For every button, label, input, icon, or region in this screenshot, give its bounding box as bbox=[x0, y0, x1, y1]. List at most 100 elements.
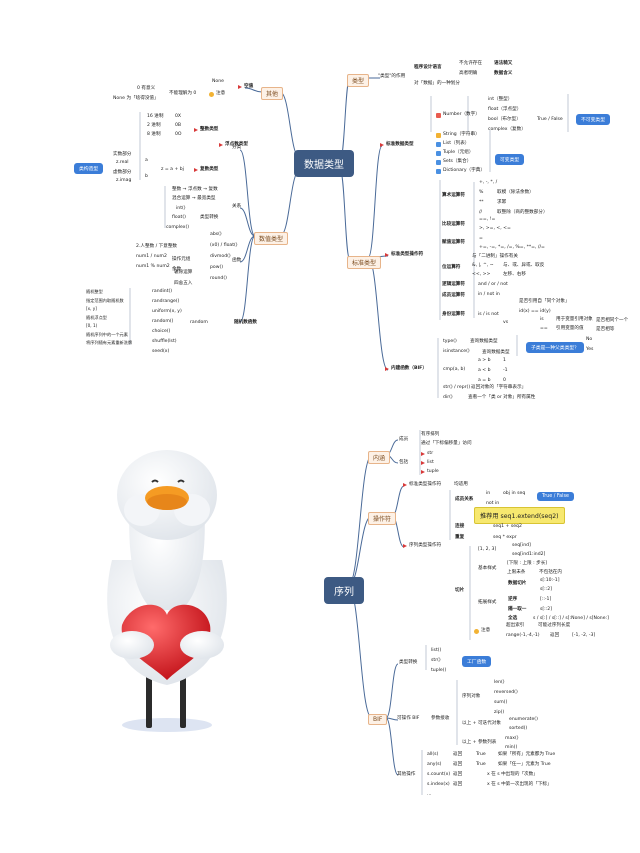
slice-note: s / s[:] / s[::] / s[:None] / s[None:] bbox=[533, 616, 609, 621]
class-pill[interactable]: 类构造型 bbox=[74, 163, 104, 174]
builtin-label: 内建函数（BIF） bbox=[391, 366, 427, 371]
other-op[interactable]: all(s) bbox=[427, 752, 439, 757]
bif-desc: 查询数据类型 bbox=[470, 339, 498, 344]
complex-b: z.real bbox=[116, 160, 129, 165]
none-label: None bbox=[212, 79, 224, 84]
random-desc: 随机序列中的一个元素 bbox=[86, 331, 128, 337]
bit-desc: 左移、右移 bbox=[503, 272, 526, 277]
mutable-pill[interactable]: 可变类型 bbox=[495, 154, 525, 165]
type-icon bbox=[436, 132, 441, 138]
random-fn: seed(x) bbox=[152, 349, 170, 354]
standard-type-item[interactable]: Number（数字） bbox=[443, 112, 480, 117]
other-op[interactable]: ... bbox=[427, 792, 432, 797]
bool-val: True / False bbox=[537, 117, 563, 122]
seq-ops: 序列类型操作符 bbox=[409, 543, 442, 548]
other-op[interactable]: s.count(x) bbox=[427, 772, 451, 777]
member-a: 有序排列 bbox=[421, 432, 440, 437]
issubclass-pill[interactable]: 子类是一种父类类型？ bbox=[526, 342, 584, 353]
slice-note: s[::2] bbox=[540, 607, 552, 612]
immutable-pill[interactable]: 不可变类型 bbox=[576, 114, 610, 125]
complex-c: 虚数部分 bbox=[113, 170, 132, 175]
caution: 注意 bbox=[481, 628, 491, 633]
standard-type-item[interactable]: Tuple（元组） bbox=[443, 150, 474, 155]
branch-operators[interactable]: 操作符 bbox=[368, 512, 397, 525]
standard-type-item[interactable]: Sets（集合） bbox=[443, 159, 472, 164]
branch-bif[interactable]: BIF bbox=[368, 714, 388, 725]
branch-content[interactable]: 内涵 bbox=[368, 451, 391, 464]
slice-row: [1, 2, 3] bbox=[478, 547, 497, 552]
random-desc: 随机整型 bbox=[86, 289, 103, 294]
range-c: [-1, -2, -3] bbox=[572, 633, 596, 638]
root-node-sequence[interactable]: 序列 bbox=[324, 577, 364, 604]
int-base-cell: 8 进制 bbox=[147, 132, 161, 137]
other-op[interactable]: any(s) bbox=[427, 762, 442, 767]
bif-item[interactable]: dir() bbox=[443, 395, 453, 400]
arith-desc: 取整除（商的整数部分） bbox=[497, 210, 548, 215]
fn-item: (x0) / float() bbox=[210, 243, 238, 248]
random-desc: 指定范围内取随机数 bbox=[86, 297, 124, 303]
arith-op: // bbox=[479, 210, 483, 215]
concat-v: seq1 + seq2 bbox=[493, 524, 522, 529]
recommend-note[interactable]: 推荐用 seq1.extend(seq2) bbox=[474, 507, 565, 524]
bit-desc: 与、或、异或、取反 bbox=[503, 263, 545, 268]
type-icon bbox=[436, 141, 441, 147]
slice-basic: 基本样式 bbox=[478, 566, 497, 571]
include-item: list bbox=[427, 460, 434, 465]
rel-c: int() bbox=[176, 206, 186, 211]
flag-icon bbox=[380, 143, 384, 147]
div-label: 分类 bbox=[232, 145, 242, 150]
rand-label: 随机数函数 bbox=[234, 320, 257, 325]
random-fn: randint() bbox=[152, 289, 173, 294]
yes-label: Yes bbox=[586, 347, 594, 352]
rel-a: 整数 → 浮点数 → 复数 bbox=[172, 187, 218, 192]
flag-icon bbox=[238, 85, 242, 89]
fn-item: pow() bbox=[210, 265, 224, 270]
other-op[interactable]: s.index(x) bbox=[427, 782, 450, 787]
branch-other[interactable]: 其他 bbox=[261, 87, 284, 100]
type-a: 不允许存在 bbox=[459, 61, 482, 66]
operator-group: 成员运算符 bbox=[442, 293, 465, 298]
standard-type-item[interactable]: String（字符串） bbox=[443, 132, 480, 137]
other-condition: 如果「任一」元素为 True bbox=[498, 762, 551, 767]
random-desc: 随机浮点型 bbox=[86, 314, 107, 320]
true-false-pill[interactable]: True / False bbox=[537, 492, 574, 501]
factory-pill[interactable]: 工厂函数 bbox=[462, 656, 492, 667]
std-ops: 标准类型操作符 bbox=[409, 482, 442, 487]
bif-item[interactable]: str() / repr() bbox=[443, 385, 471, 390]
connector-line bbox=[239, 149, 256, 237]
bif-item[interactable]: cmp(a, b) bbox=[443, 367, 466, 372]
number-subtype: bool（布尔型） bbox=[488, 117, 521, 122]
bif-args: 参数接收 bbox=[431, 716, 450, 721]
member-b: 通过「下标偏移量」访问 bbox=[421, 441, 472, 446]
number-subtype: float（浮点型） bbox=[488, 107, 522, 112]
int-label: 整数类型 bbox=[200, 127, 219, 132]
int-base-cell: 0X bbox=[175, 114, 182, 119]
branch-standard[interactable]: 标准类型 bbox=[347, 256, 382, 269]
bif-item[interactable]: isinstance() bbox=[443, 349, 470, 354]
rel-e: complex() bbox=[166, 225, 190, 230]
slice-note: s[:10:-1] bbox=[540, 578, 560, 583]
fn-desc: num1 / num2 bbox=[136, 254, 167, 259]
seq-obj: 序列对象 bbox=[462, 694, 481, 699]
member-in: in bbox=[486, 491, 491, 496]
root-node-data-types[interactable]: 数据类型 bbox=[294, 150, 354, 177]
branch-type[interactable]: 类型 bbox=[347, 74, 370, 87]
letter-b: b bbox=[145, 174, 148, 179]
type-line2: "类型"的作用 bbox=[378, 74, 406, 79]
connector-line bbox=[239, 235, 256, 323]
branch-numeric[interactable]: 数值类型 bbox=[254, 232, 289, 245]
param-list: 以上 + 参数列表 bbox=[462, 740, 497, 745]
other-value: x 在 s 中出现的「次数」 bbox=[487, 772, 538, 777]
random-fn: uniform(x, y) bbox=[152, 309, 182, 314]
flag-icon bbox=[403, 483, 407, 487]
concat: 连接 bbox=[455, 524, 465, 529]
connector-line bbox=[367, 145, 383, 259]
slice: 切片 bbox=[455, 588, 465, 593]
bif-desc: 查询数据类型 bbox=[482, 350, 510, 355]
type-e: 对「数据」的一种划分 bbox=[414, 81, 460, 86]
standard-type-item[interactable]: List（列表） bbox=[443, 141, 470, 146]
bif-item[interactable]: type() bbox=[443, 339, 457, 344]
number-subtype: complex（复数） bbox=[488, 127, 526, 132]
complex-label: 复数类型 bbox=[200, 167, 219, 172]
standard-type-item[interactable]: Dictionary（字典） bbox=[443, 168, 485, 173]
